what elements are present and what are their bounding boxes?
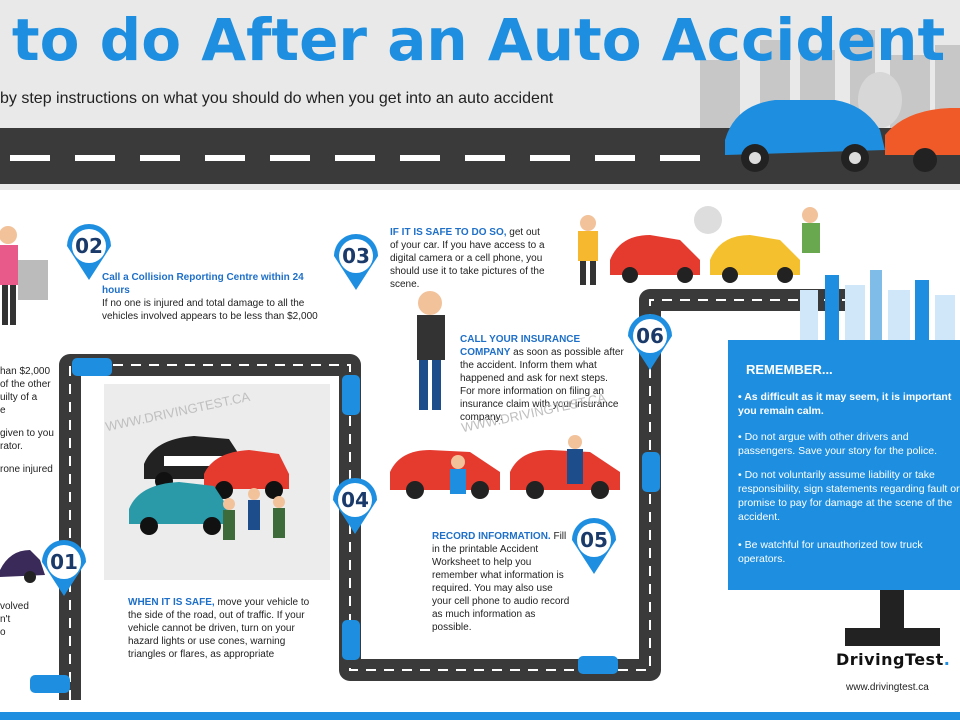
sign-base [845, 628, 940, 646]
city-buildings [800, 270, 955, 340]
crash-cars-illustration [725, 72, 960, 172]
step-number: 05 [580, 528, 608, 552]
step-06-text: CALL YOUR INSURANCE COMPANY as soon as p… [460, 334, 624, 423]
step-03-text: IF IT IS SAFE TO DO SO, get out of your … [390, 227, 545, 290]
location-pin-icon: 06 [628, 314, 672, 370]
brand-url: www.drivingtest.ca [846, 682, 929, 693]
car-icon [30, 358, 660, 693]
location-pin-icon: 05 [572, 518, 616, 574]
accident-scene-illustration [578, 206, 820, 285]
step-number: 01 [50, 550, 78, 574]
remember-item: • Do not argue with other drivers and pa… [738, 431, 938, 457]
remember-item: • As difficult as it may seem, it is imp… [738, 391, 952, 417]
page-title: t to do After an Auto Accident [0, 6, 946, 74]
person-illustration-left [0, 200, 60, 330]
location-pin-icon: 04 [333, 478, 377, 534]
step-number: 04 [341, 488, 369, 512]
police-car-icon [129, 436, 289, 540]
remember-panel: REMEMBER... • As difficult as it may see… [728, 340, 960, 590]
location-pin-icon: 03 [334, 233, 378, 290]
step-05-text: RECORD INFORMATION. Fill in the printabl… [432, 531, 570, 633]
remember-item: • Do not voluntarily assume liability or… [738, 469, 960, 523]
footer-bar [0, 712, 960, 720]
step-number: 06 [636, 324, 664, 348]
car-icon [0, 550, 45, 583]
inspect-damage-illustration [390, 435, 620, 499]
location-pin-icon: 01 [42, 540, 86, 596]
step-number: 03 [342, 244, 370, 268]
step-02-text: Call a Collision Reporting Centre within… [102, 272, 318, 322]
sign-post [880, 590, 904, 630]
location-pin-icon: 02 [67, 223, 111, 280]
remember-title: REMEMBER... [746, 362, 833, 377]
header-banner: t to do After an Auto Accident by step i… [0, 0, 960, 190]
top-road [0, 128, 960, 184]
person-phone-illustration [417, 291, 445, 410]
police-scene-panel: WWW.DRIVINGTEST.CA [104, 384, 330, 580]
step-number: 02 [75, 234, 103, 258]
page-subtitle: by step instructions on what you should … [0, 90, 554, 107]
brand-logo: DrivingTest. [836, 650, 951, 669]
road-map [30, 289, 860, 700]
remember-item: • Be watchful for unauthorized tow truck… [738, 539, 923, 565]
step-04-text: WHEN IT IS SAFE, move your vehicle to th… [128, 597, 310, 660]
